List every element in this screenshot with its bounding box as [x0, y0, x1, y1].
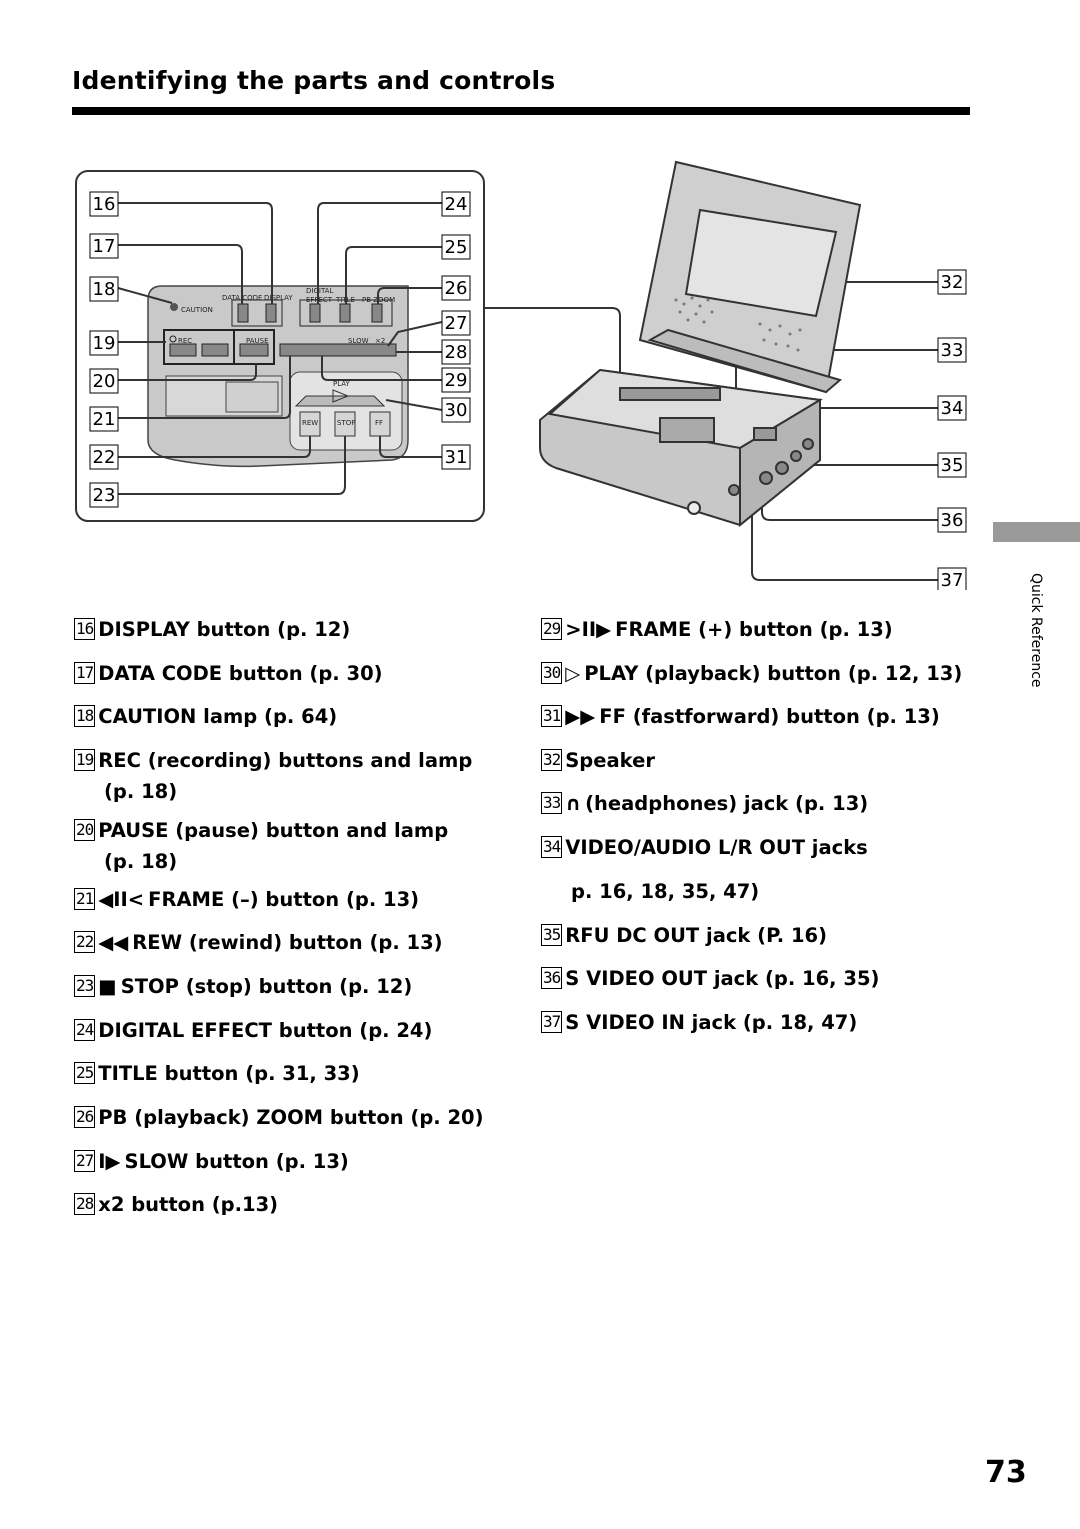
svg-text:22: 22: [93, 447, 116, 468]
list-item: 31▶▶FF (fastforward) button (p. 13): [541, 705, 940, 728]
section-label: Quick Reference: [1028, 573, 1044, 688]
label-ff: FF: [375, 419, 383, 427]
callout-24: 24: [441, 191, 471, 217]
callout-22: 22: [89, 444, 119, 470]
callout-18: 18: [89, 276, 119, 302]
callout-19: 19: [89, 330, 119, 356]
callout-28: 28: [441, 339, 471, 365]
svg-text:33: 33: [941, 340, 964, 361]
label-digital: DIGITAL: [306, 287, 333, 295]
svg-text:20: 20: [93, 371, 116, 392]
callout-26: 26: [441, 275, 471, 301]
callout-37: 37: [937, 567, 967, 590]
label-slow: SLOW: [348, 337, 369, 345]
svg-text:18: 18: [93, 279, 116, 300]
callout-35: 35: [937, 452, 967, 478]
svg-text:21: 21: [93, 409, 116, 430]
list-item: 23■STOP (stop) button (p. 12): [74, 975, 413, 998]
device-drawing: [539, 160, 862, 528]
label-rew: REW: [302, 419, 318, 427]
label-effect: EFFECT: [306, 296, 333, 304]
svg-text:26: 26: [445, 278, 468, 299]
callout-34: 34: [937, 395, 967, 421]
callout-32: 32: [937, 269, 967, 295]
label-pause: PAUSE: [246, 337, 269, 345]
callout-36: 36: [937, 507, 967, 533]
svg-text:24: 24: [445, 194, 468, 215]
list-item: 33∩(headphones) jack (p. 13): [541, 792, 869, 815]
page-number: 73: [985, 1455, 1027, 1490]
callout-27: 27: [441, 310, 471, 336]
pause-button-group: [233, 329, 275, 365]
list-item: 22◀◀REW (rewind) button (p. 13): [74, 931, 443, 954]
svg-text:31: 31: [445, 447, 468, 468]
callouts-right: 32 33 34 35 36 37: [937, 269, 967, 590]
svg-text:37: 37: [941, 570, 964, 590]
list-item: 29>II▶FRAME (+) button (p. 13): [541, 618, 893, 641]
callout-21: 21: [89, 406, 119, 432]
svg-text:35: 35: [941, 455, 964, 476]
section-tab: [993, 522, 1080, 542]
callouts-left: 16 17 18 19 20 21 22 23: [89, 191, 119, 508]
svg-text:19: 19: [93, 333, 116, 354]
callout-31: 31: [441, 444, 471, 470]
svg-text:27: 27: [445, 313, 468, 334]
label-stop: STOP: [337, 419, 355, 427]
list-item: 30▷PLAY (playback) button (p. 12, 13): [541, 662, 963, 685]
svg-text:32: 32: [941, 272, 964, 293]
svg-text:28: 28: [445, 342, 468, 363]
callout-33: 33: [937, 337, 967, 363]
label-title: TITLE: [335, 296, 355, 304]
svg-text:16: 16: [93, 194, 116, 215]
page-title: Identifying the parts and controls: [72, 66, 556, 95]
device-figure: CAUTION DATA CODE DISPLAY DIGITAL EFFECT…: [75, 160, 967, 590]
callout-16: 16: [89, 191, 119, 217]
headphones-icon: ∩: [565, 792, 582, 815]
callout-17: 17: [89, 233, 119, 259]
callout-25: 25: [441, 234, 471, 260]
callout-20: 20: [89, 368, 119, 394]
svg-text:30: 30: [445, 400, 468, 421]
label-x2: ×2: [375, 337, 385, 345]
title-rule: [72, 107, 970, 115]
label-rec: REC: [178, 337, 192, 345]
svg-text:29: 29: [445, 370, 468, 391]
svg-text:25: 25: [445, 237, 468, 258]
callout-23: 23: [89, 482, 119, 508]
svg-text:23: 23: [93, 485, 116, 506]
svg-text:36: 36: [941, 510, 964, 531]
label-caution: CAUTION: [181, 306, 213, 314]
callouts-mid: 24 25 26 27 28 29 30 31: [441, 191, 471, 470]
label-play: PLAY: [333, 380, 351, 388]
svg-text:17: 17: [93, 236, 116, 257]
control-panel-frame: [75, 170, 485, 522]
list-item: 21◀II<FRAME (–) button (p. 13): [74, 888, 420, 911]
label-display: DISPLAY: [264, 294, 293, 302]
callout-30: 30: [441, 397, 471, 423]
callout-29: 29: [441, 367, 471, 393]
svg-text:34: 34: [941, 398, 964, 419]
